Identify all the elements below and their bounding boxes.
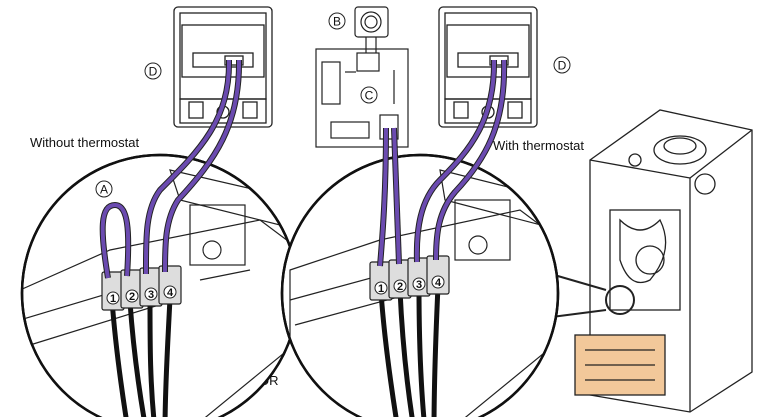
callout-c-label: C (365, 89, 374, 103)
callout-c: C (360, 86, 378, 104)
terminal-right-4: 4 (435, 277, 442, 289)
callout-d-right-label: D (558, 59, 567, 73)
cable-left (142, 59, 243, 275)
without-thermostat-label: Without thermostat (30, 135, 139, 150)
callout-b-label: B (333, 15, 341, 29)
callout-d-left-label: D (149, 65, 158, 79)
cable-right-thermostat (413, 59, 508, 263)
cable-right-board (377, 127, 402, 267)
magnifier-left (20, 153, 300, 417)
terminal-left-2: 2 (129, 291, 135, 303)
pcb-board (315, 48, 409, 148)
control-unit-right (438, 6, 538, 128)
with-thermostat-label: With thermostat (493, 138, 584, 153)
terminal-right-2: 2 (397, 281, 403, 293)
terminals-right: 1 2 3 4 (378, 277, 442, 295)
jumper-wire-a (99, 201, 132, 279)
callout-d-right: D (553, 56, 571, 74)
terminal-left-1: 1 (110, 293, 116, 305)
callout-b: B (328, 12, 346, 30)
terminal-right-1: 1 (378, 283, 384, 295)
boiler (574, 109, 753, 413)
magnifier-right (280, 153, 560, 417)
terminal-left-3: 3 (148, 289, 154, 301)
sensor-b (354, 6, 389, 53)
terminals-left: 1 2 3 4 (110, 287, 174, 305)
callout-a-label: A (100, 183, 108, 197)
callout-d-left: D (144, 62, 162, 80)
terminal-right-3: 3 (416, 279, 422, 291)
terminal-left-4: 4 (167, 287, 174, 299)
callout-a: A (95, 180, 113, 198)
